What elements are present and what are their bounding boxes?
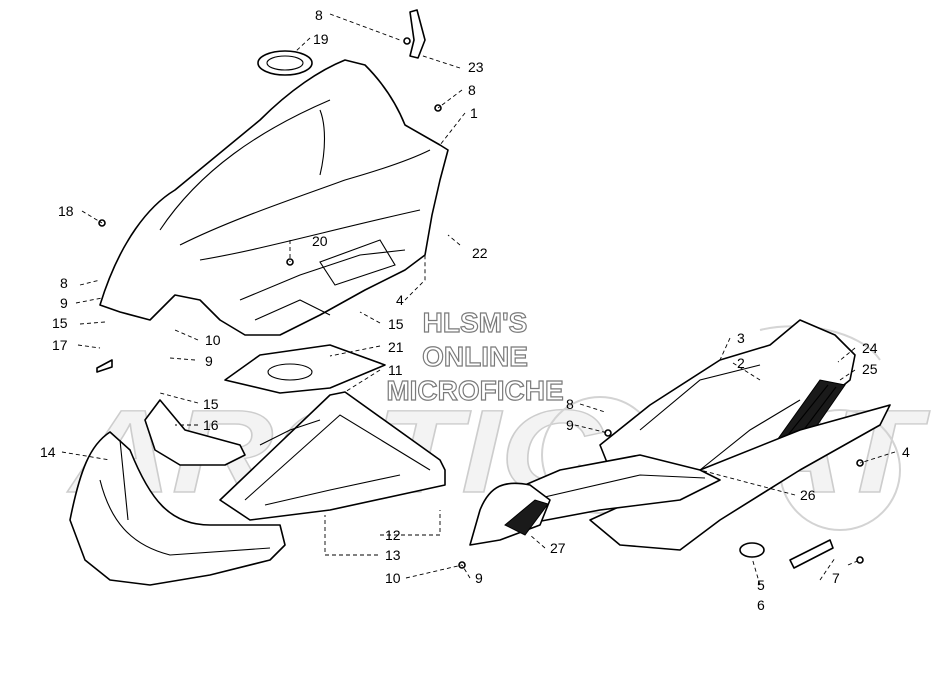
callout-19: 19 — [313, 31, 329, 47]
callout-8: 8 — [468, 82, 476, 98]
callout-12: 12 — [385, 527, 401, 543]
callout-4: 4 — [902, 444, 910, 460]
callout-23: 23 — [468, 59, 484, 75]
callout-5: 5 — [757, 577, 765, 593]
callout-14: 14 — [40, 444, 56, 460]
callout-15: 15 — [388, 316, 404, 332]
watermark-line-3: MICROFICHE — [386, 375, 563, 406]
foot-rest-part-27 — [469, 482, 551, 546]
watermark-line-2: ONLINE — [422, 341, 528, 372]
shield-part-16 — [144, 399, 246, 466]
callout-9: 9 — [205, 353, 213, 369]
front-bumper-part-14 — [69, 431, 286, 586]
callout-18: 18 — [58, 203, 74, 219]
callout-17: 17 — [52, 337, 68, 353]
hlsm-watermark: HLSM'S ONLINE MICROFICHE — [386, 306, 565, 406]
callout-8: 8 — [60, 275, 68, 291]
belly-pan-part-11 — [219, 391, 446, 521]
callout-9: 9 — [475, 570, 483, 586]
lower-panel-part-4 — [589, 404, 891, 551]
callout-11: 11 — [388, 362, 403, 378]
leader-lines — [61, 13, 896, 586]
callout-numbers: 8 19 23 8 1 18 20 22 8 9 15 10 17 9 4 15… — [40, 7, 910, 613]
callout-4: 4 — [396, 292, 404, 308]
bracket-part-23 — [409, 9, 426, 59]
callout-9: 9 — [60, 295, 68, 311]
callout-24: 24 — [862, 340, 878, 356]
callout-9: 9 — [566, 417, 574, 433]
callout-7: 7 — [832, 570, 840, 586]
callout-3: 3 — [737, 330, 745, 346]
callout-8: 8 — [566, 396, 574, 412]
callout-8: 8 — [315, 7, 323, 23]
callout-21: 21 — [388, 339, 404, 355]
hood-part-1 — [99, 59, 449, 336]
callout-13: 13 — [385, 547, 401, 563]
callout-2: 2 — [737, 355, 745, 371]
callout-10: 10 — [205, 332, 221, 348]
floor-plate-part-21 — [224, 344, 386, 394]
watermark-line-1: HLSM'S — [423, 307, 528, 338]
callout-1: 1 — [470, 105, 478, 121]
callout-25: 25 — [862, 361, 878, 377]
callout-22: 22 — [472, 245, 488, 261]
callout-10: 10 — [385, 570, 401, 586]
callout-27: 27 — [550, 540, 566, 556]
callout-6: 6 — [757, 597, 765, 613]
callout-16: 16 — [203, 417, 219, 433]
callout-20: 20 — [312, 233, 328, 249]
callout-15: 15 — [203, 396, 219, 412]
callout-26: 26 — [800, 487, 816, 503]
callout-15: 15 — [52, 315, 68, 331]
gasket-ring-part-19 — [257, 50, 313, 76]
